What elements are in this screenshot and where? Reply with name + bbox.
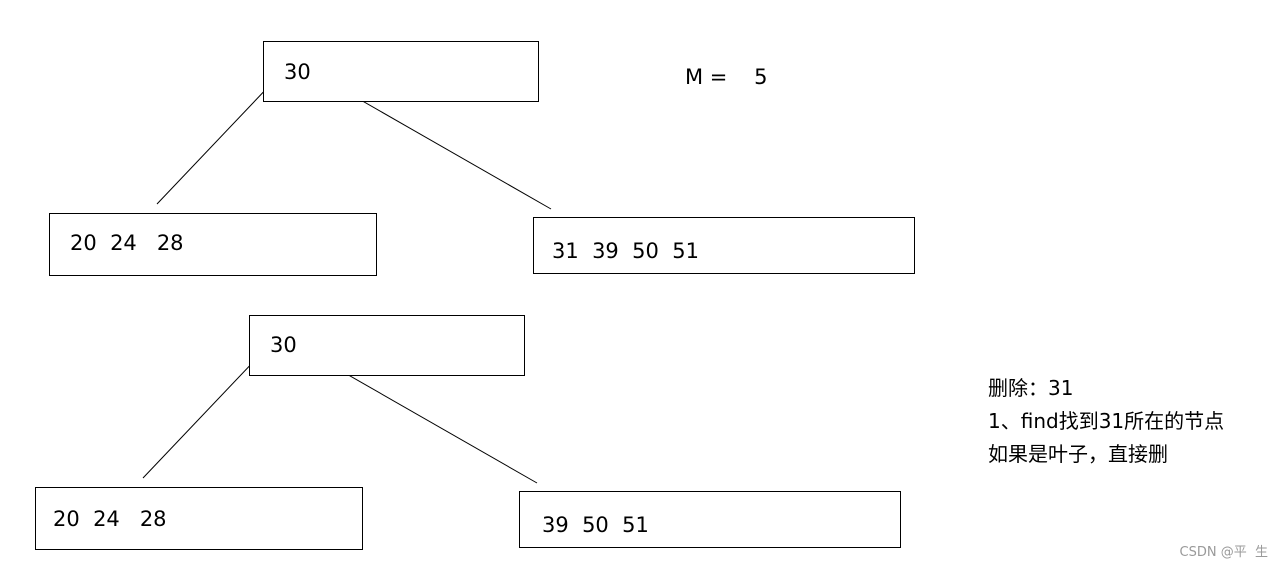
deletion-note: 删除：31 1、find找到31所在的节点 如果是叶子，直接删 <box>988 372 1224 471</box>
edge-t2-root-left <box>142 357 258 479</box>
edge-t1-root-left <box>156 83 272 205</box>
tree2-root-keys: 30 <box>270 333 297 357</box>
note-line-title: 删除：31 <box>988 376 1074 400</box>
order-label: M = 5 <box>685 65 768 89</box>
tree2-right-leaf-node: 39 50 51 <box>519 491 901 548</box>
tree2-left-keys: 20 24 28 <box>53 507 167 531</box>
tree1-right-leaf-node: 31 39 50 51 <box>533 217 915 274</box>
note-line-step: 1、find找到31所在的节点 <box>988 409 1225 433</box>
tree2-right-keys: 39 50 51 <box>542 513 649 537</box>
watermark: CSDN @平 生 <box>1179 545 1268 560</box>
edge-t2-root-right <box>316 356 538 484</box>
note-line-leaf: 如果是叶子，直接删 <box>988 442 1168 466</box>
tree2-root-node: 30 <box>249 315 525 376</box>
tree1-root-keys: 30 <box>284 60 311 84</box>
tree2-left-leaf-node: 20 24 28 <box>35 487 363 550</box>
edge-t1-root-right <box>330 82 552 210</box>
tree1-left-leaf-node: 20 24 28 <box>49 213 377 276</box>
tree1-root-node: 30 <box>263 41 539 102</box>
tree1-left-keys: 20 24 28 <box>70 231 184 255</box>
tree1-right-keys: 31 39 50 51 <box>552 239 699 263</box>
